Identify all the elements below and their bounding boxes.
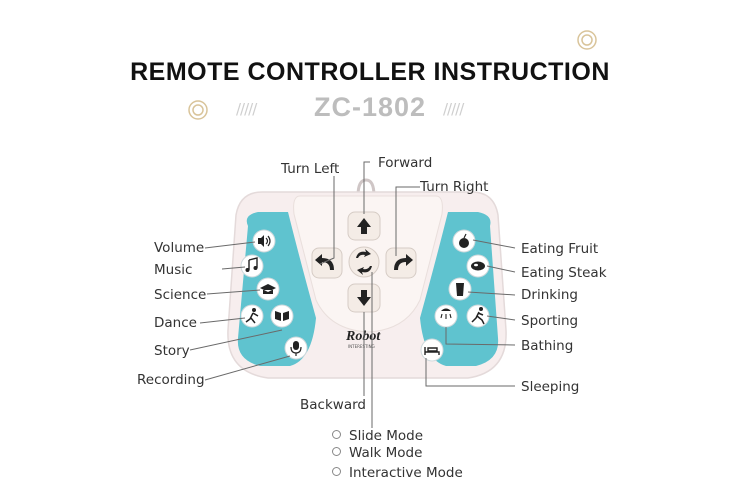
apple-icon (452, 229, 476, 253)
leader-lines (189, 161, 516, 428)
mode-label: Interactive Mode (349, 465, 463, 481)
label-turn-left: Turn Left (281, 161, 340, 177)
label-drinking: Drinking (521, 287, 578, 303)
label-sleeping: Sleeping (521, 379, 580, 395)
label-volume: Volume (154, 240, 205, 256)
label-dance: Dance (154, 315, 197, 331)
graduation-cap-icon (256, 277, 280, 301)
mode-bullet-icon (332, 430, 341, 439)
label-forward: Forward (378, 155, 433, 171)
steak-icon (466, 254, 490, 278)
book-icon (270, 304, 294, 328)
decorative-hatch-left: ///// (236, 100, 257, 118)
forward-button-shape (347, 211, 381, 241)
label-science: Science (154, 287, 207, 303)
label-music: Music (154, 262, 193, 278)
right-action-buttons (420, 229, 490, 362)
label-eating-steak: Eating Steak (521, 265, 607, 281)
turn-right-button-shape (385, 247, 417, 279)
label-backward: Backward (300, 397, 366, 413)
label-turn-right: Turn Right (420, 179, 489, 195)
music-note-icon (240, 254, 264, 278)
microphone-icon (284, 336, 308, 360)
volume-speaker-icon (252, 229, 276, 253)
backward-button-shape (347, 283, 381, 313)
mode-bullet-icon (332, 447, 341, 456)
dancer-icon (240, 304, 264, 328)
decorative-hatch-right: ///// (443, 100, 464, 118)
turn-left-button-shape (311, 247, 343, 279)
bed-icon (420, 338, 444, 362)
label-recording: Recording (137, 372, 205, 388)
decorative-circle-icon (188, 30, 597, 120)
label-bathing: Bathing (521, 338, 574, 354)
strap-hook (356, 178, 376, 197)
cup-icon (448, 277, 472, 301)
label-sporting: Sporting (521, 313, 579, 329)
mode-label: Slide Mode (349, 428, 424, 444)
remote-logo: Robot (345, 329, 381, 344)
mode-label: Walk Mode (349, 445, 423, 461)
mode-item: Walk Mode (332, 445, 422, 461)
page-title: REMOTE CONTROLLER INSTRUCTION (130, 58, 610, 86)
mode-bullet-icon (332, 467, 341, 476)
model-number: ZC-1802 (313, 92, 427, 122)
mode-item: Slide Mode (332, 428, 423, 444)
remote-logo-subtitle: INTERESTING (348, 344, 375, 349)
label-story: Story (154, 343, 190, 359)
mode-button-shape (348, 246, 380, 278)
left-action-buttons (240, 229, 308, 360)
label-eating-fruit: Eating Fruit (521, 241, 599, 257)
shower-icon (434, 304, 458, 328)
mode-item: Interactive Mode (332, 465, 463, 481)
runner-icon (466, 304, 490, 328)
